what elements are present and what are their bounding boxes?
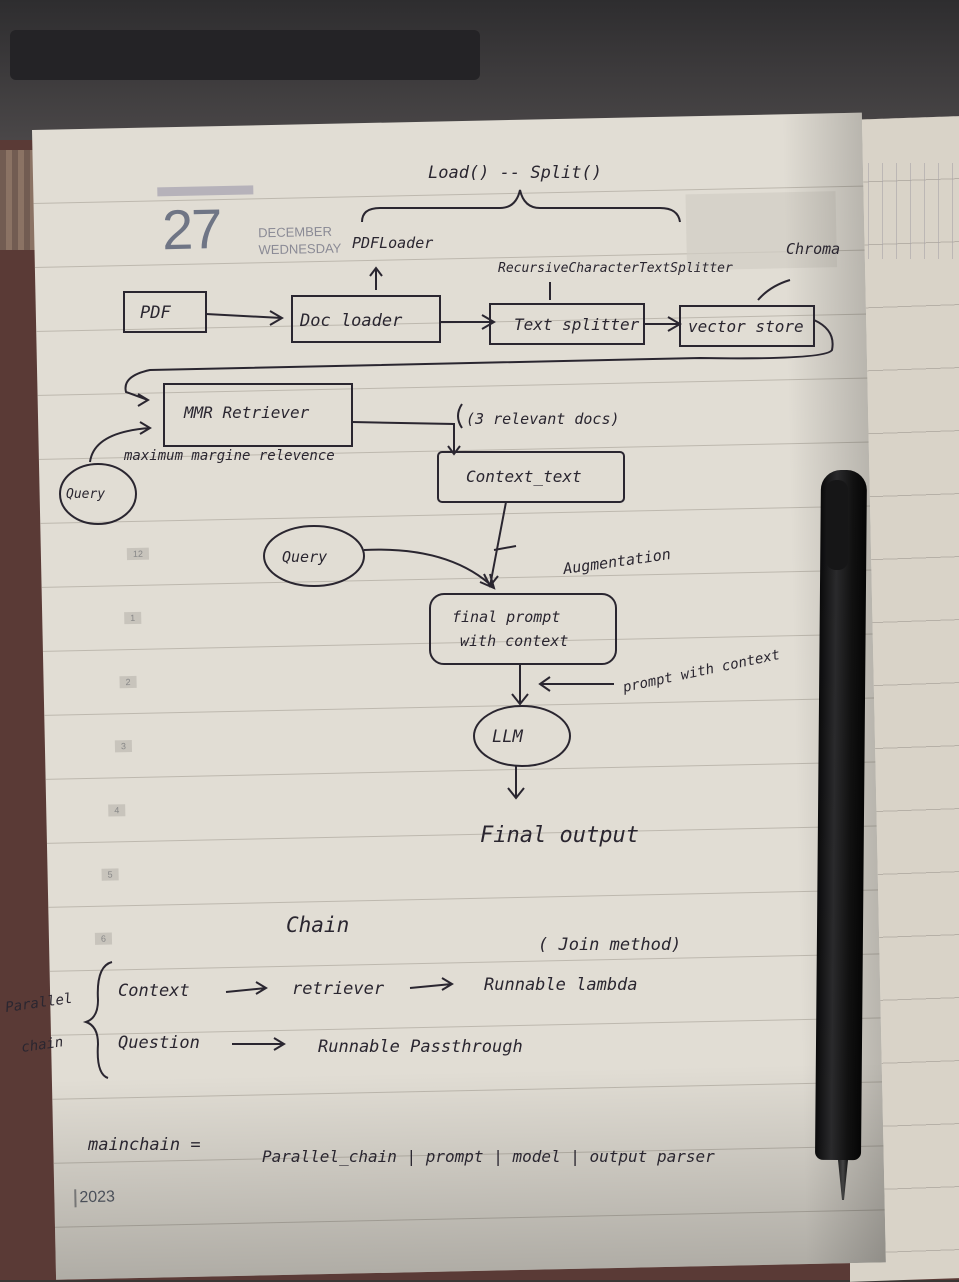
row1-arrow2 <box>409 977 454 991</box>
vector-store-note: Chroma <box>786 240 840 258</box>
arrow-pdf-loader <box>205 310 284 326</box>
final-prompt-box <box>429 593 617 665</box>
arrow-context-prompt <box>483 501 507 588</box>
augmentation-note: Augmentation <box>561 545 672 578</box>
final-prompt-line1: final prompt <box>452 608 560 626</box>
prompt-note-arrow <box>538 676 614 692</box>
parallel-label-line2: chain <box>20 1034 64 1056</box>
final-prompt-line2: with context <box>460 632 568 650</box>
parallel-brace <box>82 961 113 1079</box>
llm-circle <box>473 705 571 767</box>
pen-tip <box>838 1160 848 1200</box>
row1-right: Runnable lambda <box>484 975 638 995</box>
docs-paren <box>457 403 463 429</box>
laptop-edge <box>0 0 959 140</box>
row1-mid: retriever <box>292 979 385 999</box>
llm-label: LLM <box>492 727 523 747</box>
pr-tick <box>493 545 517 551</box>
query-left-label: Query <box>66 487 105 502</box>
prompt-note: prompt with context <box>621 647 782 696</box>
pen-clip <box>826 480 848 570</box>
pdf-loader-note: PDFLoader <box>352 234 433 252</box>
arrow-prompt-llm <box>511 664 529 706</box>
pdf-box <box>123 291 207 333</box>
arrow-loader-splitter <box>440 314 496 330</box>
pen <box>814 469 868 1161</box>
arrow-retriever-context <box>351 421 461 456</box>
row1-arrow1 <box>225 981 268 995</box>
chain-title: Chain <box>286 913 349 937</box>
text-splitter-label: Text splitter <box>514 315 640 334</box>
pdf-label: PDF <box>140 303 171 323</box>
parallel-label-line1: Parallel <box>4 991 73 1016</box>
laptop-panel <box>10 30 480 80</box>
context-box <box>437 451 625 503</box>
arrow-up-loader <box>369 266 383 290</box>
row2-right: Runnable Passthrough <box>318 1037 523 1057</box>
row2-left: Question <box>118 1033 200 1053</box>
query-mid-circle <box>263 525 365 587</box>
main-chain-formula: Parallel_chain | prompt | model | output… <box>262 1147 715 1166</box>
retriever-label: MMR Retriever <box>183 403 310 422</box>
arrow-llm-output <box>507 766 525 800</box>
main-chain-label: mainchain = <box>87 1135 201 1155</box>
docs-note: (3 relevant docs) <box>466 410 620 428</box>
doc-loader-label: Doc loader <box>299 311 403 331</box>
vector-store-label: vector store <box>688 317 804 336</box>
context-label: Context_text <box>466 467 582 486</box>
join-method-note: ( Join method) <box>538 935 681 955</box>
vector-store-box <box>679 305 815 347</box>
row1-left: Context <box>118 981 190 1001</box>
doc-loader-box <box>291 295 441 343</box>
arrow-splitter-vector <box>644 316 682 332</box>
query-left-circle <box>59 463 137 525</box>
query-mid-label: Query <box>282 548 327 566</box>
loop-arrow-vector-retriever <box>124 319 834 407</box>
row2-arrow <box>232 1037 286 1051</box>
arrow-vector-note <box>757 279 791 301</box>
arrow-query-retriever <box>89 421 152 463</box>
arrow-query-prompt <box>363 548 496 590</box>
top-brace <box>361 189 681 223</box>
final-output-label: Final output <box>480 823 639 848</box>
right-mini-calendar <box>868 163 956 259</box>
top-annotation: Load() -- Split() <box>428 163 602 183</box>
retriever-note: maximum margine relevence <box>123 448 335 464</box>
retriever-box <box>163 383 353 447</box>
text-splitter-note: RecursiveCharacterTextSplitter <box>498 261 733 276</box>
